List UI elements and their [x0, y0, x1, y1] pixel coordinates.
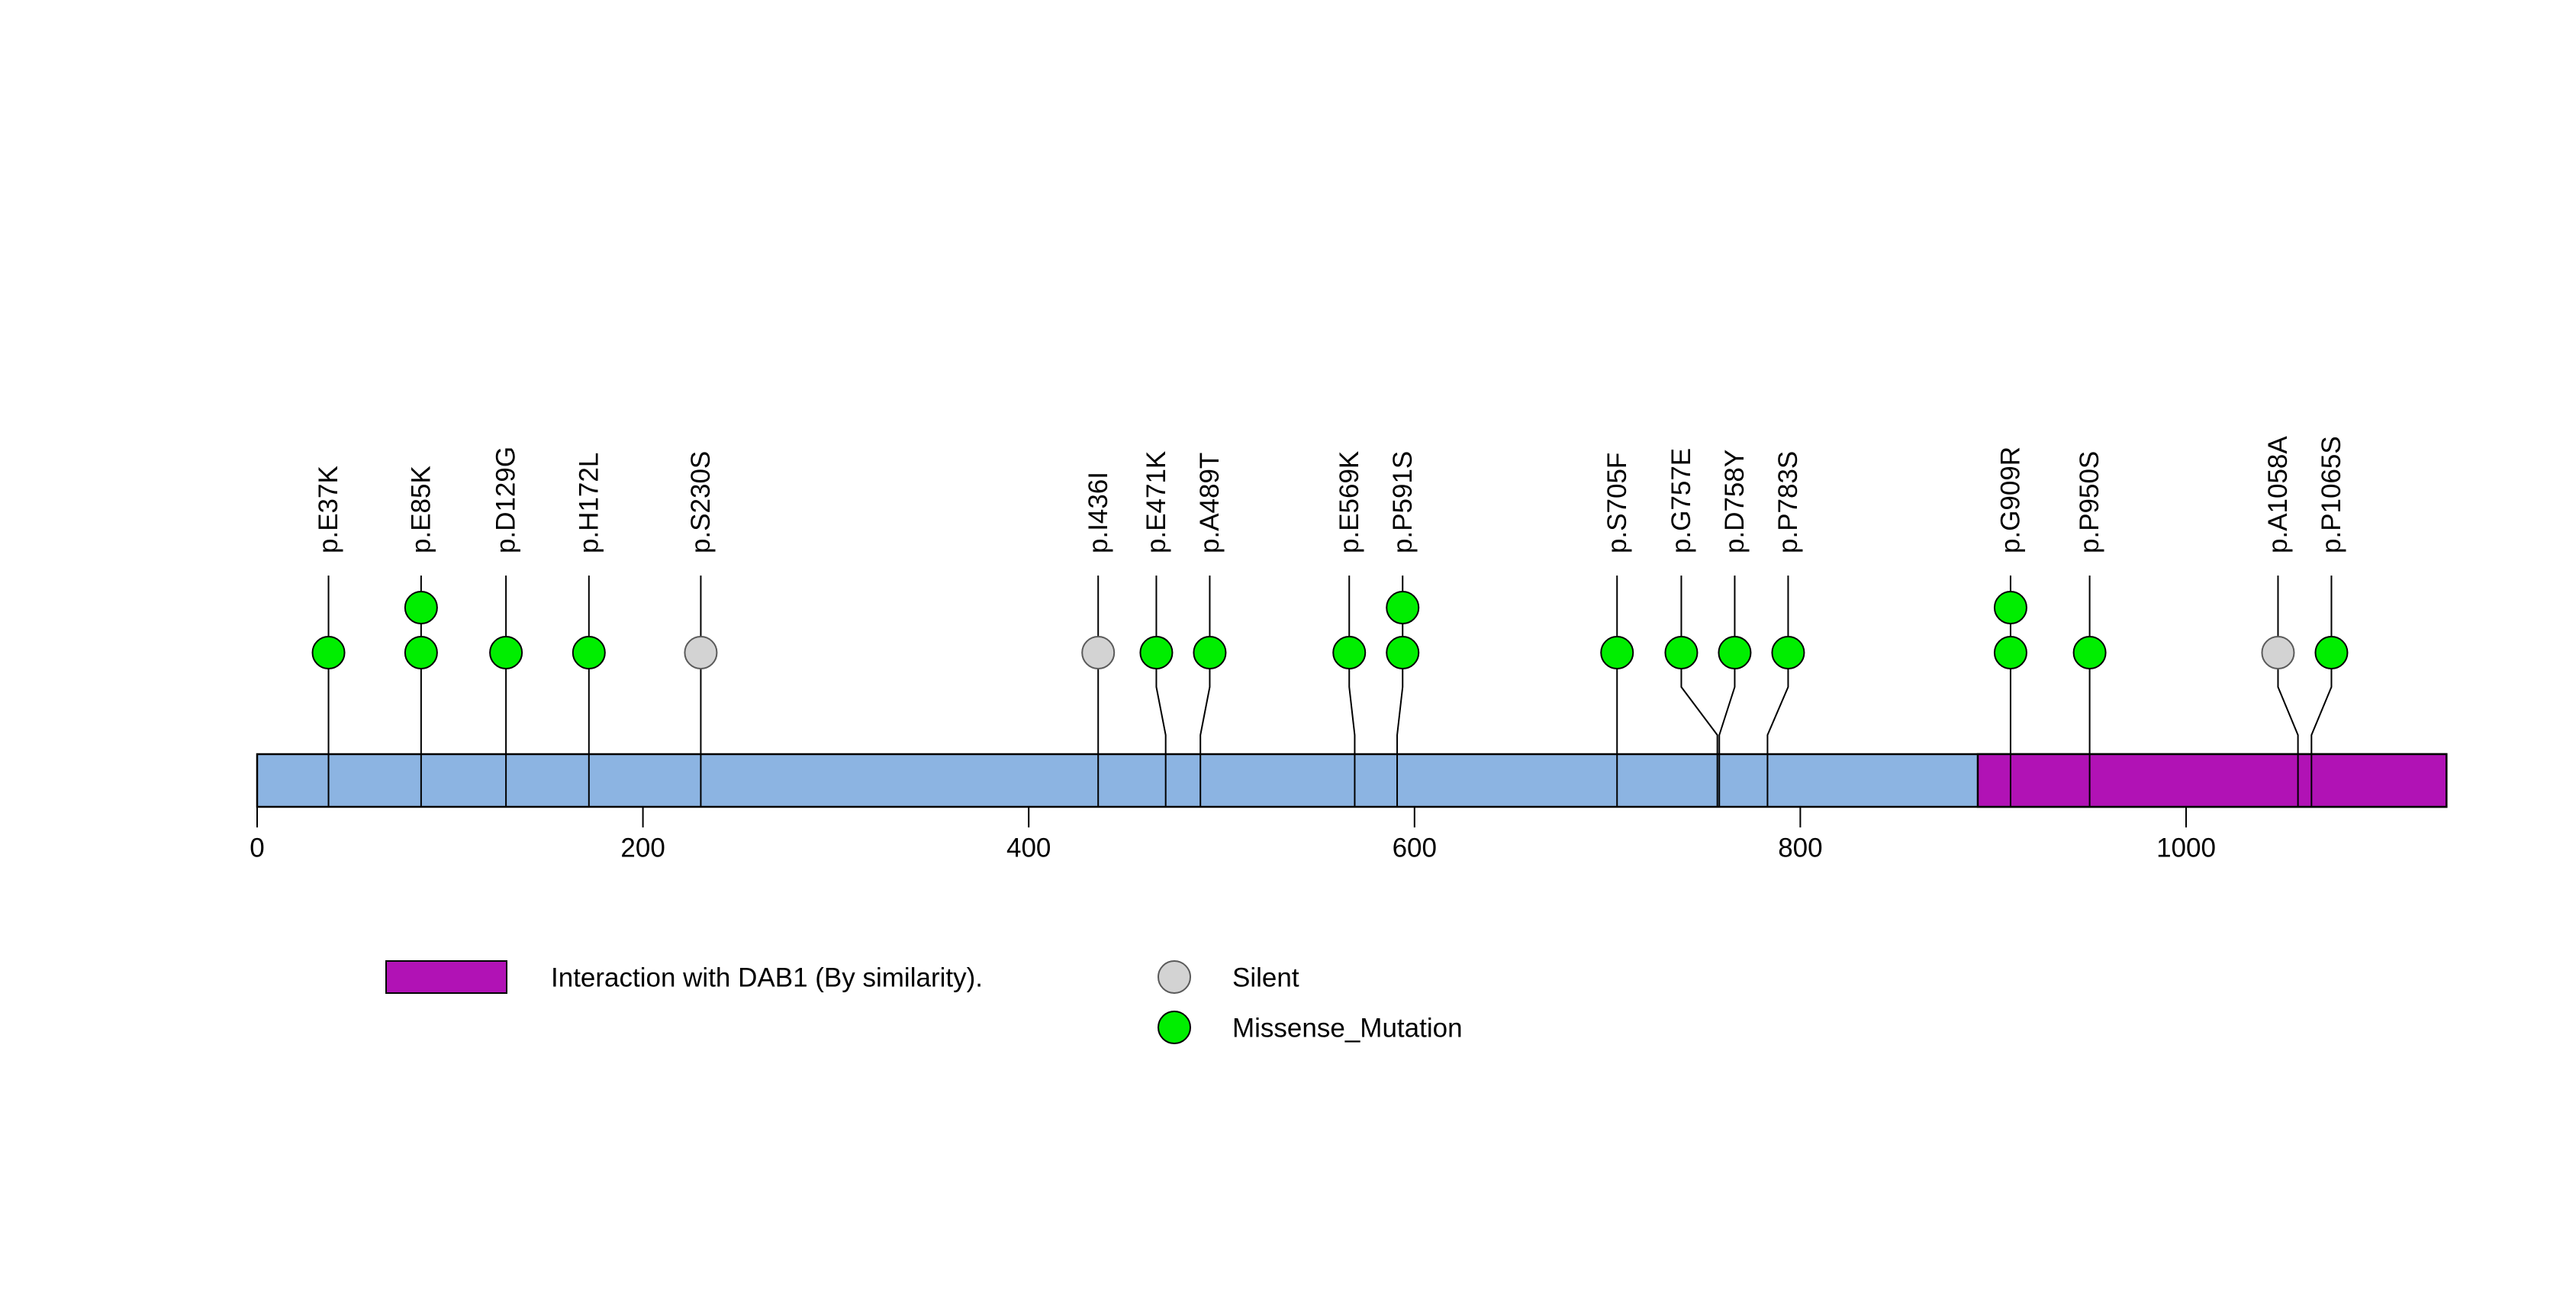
legend-missense-marker — [1158, 1011, 1191, 1044]
mutation-circle-missense — [404, 636, 438, 669]
lollipop-p.E471K: p.E471K — [1139, 451, 1174, 807]
lollipop-stem — [1766, 576, 1789, 807]
lollipop-p.P591S: p.P591S — [1386, 451, 1420, 807]
mutation-circle-missense — [572, 636, 606, 669]
mutation-circle-missense — [489, 636, 523, 669]
lollipop-p.G757E: p.G757E — [1664, 448, 1718, 807]
mutation-circle-missense — [1386, 591, 1420, 624]
lollipop-p.G909R: p.G909R — [1993, 447, 2027, 807]
mutation-label: p.S230S — [686, 451, 716, 553]
mutation-circle-missense — [2314, 636, 2349, 669]
mutation-label: p.P1065S — [2317, 436, 2346, 553]
axis-tick-label: 200 — [620, 833, 665, 863]
lollipop-p.D758Y: p.D758Y — [1718, 450, 1752, 807]
axis-tick-label: 0 — [250, 833, 264, 863]
mutation-label: p.E85K — [406, 466, 436, 553]
mutation-circle-missense — [1718, 636, 1752, 669]
mutation-circle-silent — [684, 636, 718, 669]
lollipop-stem — [2310, 576, 2333, 807]
mutation-circle-missense — [404, 591, 438, 624]
legend-missense-label: Missense_Mutation — [1232, 1013, 1463, 1043]
mutation-label: p.G909R — [1996, 447, 2026, 553]
axis-tick-label: 800 — [1778, 833, 1822, 863]
mutation-label: p.D129G — [491, 447, 521, 553]
lollipop-p.D129G: p.D129G — [489, 447, 523, 807]
mutation-label: p.I436I — [1084, 472, 1113, 553]
axis-tick-label: 600 — [1393, 833, 1437, 863]
lollipop-stem — [1396, 576, 1404, 807]
mutation-circle-missense — [1386, 636, 1420, 669]
mutation-circle-missense — [1193, 636, 1227, 669]
lollipop-p.P783S: p.P783S — [1766, 451, 1805, 807]
mutation-label: p.E471K — [1141, 451, 1171, 553]
lollipop-stem — [2277, 576, 2299, 807]
lollipop-p.P1065S: p.P1065S — [2310, 436, 2349, 807]
mutation-label: p.A1058A — [2263, 436, 2293, 553]
lollipop-p.P950S: p.P950S — [2072, 451, 2107, 807]
mutation-label: p.E569K — [1335, 451, 1364, 553]
mutation-circle-missense — [1993, 591, 2027, 624]
mutation-label: p.P950S — [2075, 451, 2104, 553]
legend-domain-swatch — [385, 960, 507, 994]
lollipop-p.E37K: p.E37K — [311, 466, 346, 807]
axis-tick-label: 400 — [1006, 833, 1051, 863]
lollipop-p.S705F: p.S705F — [1600, 453, 1634, 807]
mutation-circle-missense — [1332, 636, 1367, 669]
lollipop-p.I436I: p.I436I — [1081, 472, 1116, 807]
lollipop-stem — [1718, 576, 1736, 807]
axis-tick-label: 1000 — [2156, 833, 2216, 863]
mutation-label: p.P783S — [1773, 451, 1803, 553]
lollipop-p.E85K: p.E85K — [404, 466, 438, 807]
mutation-circle-missense — [1664, 636, 1699, 669]
mutation-circle-missense — [2072, 636, 2107, 669]
legend: Interaction with DAB1 (By similarity). Si… — [385, 960, 1463, 1044]
mutation-label: p.G757E — [1666, 448, 1696, 553]
legend-silent-label: Silent — [1232, 963, 1299, 992]
x-axis: 0 200 400 600 800 1000 — [250, 807, 2216, 863]
lollipop-p.S230S: p.S230S — [684, 451, 718, 807]
legend-domain-label: Interaction with DAB1 (By similarity). — [551, 963, 983, 992]
mutation-label: p.D758Y — [1720, 450, 1750, 553]
lollipop-p.A489T: p.A489T — [1193, 453, 1227, 807]
mutation-circle-silent — [1081, 636, 1116, 669]
lollipop-p.A1058A: p.A1058A — [2261, 436, 2299, 807]
legend-silent-marker — [1158, 960, 1191, 994]
mutation-circle-missense — [311, 636, 346, 669]
lollipop-stem — [1199, 576, 1211, 807]
mutation-circle-silent — [2261, 636, 2295, 669]
mutation-circle-missense — [1993, 636, 2027, 669]
mutation-circle-missense — [1139, 636, 1174, 669]
lollipop-p.H172L: p.H172L — [572, 453, 606, 807]
mutation-label: p.H172L — [574, 453, 604, 553]
mutation-label: p.S705F — [1602, 453, 1632, 553]
lollipop-stem — [1680, 576, 1718, 807]
mutation-circle-missense — [1600, 636, 1634, 669]
domain-region-dab1-interaction — [1976, 753, 2448, 808]
mutation-label: p.A489T — [1195, 453, 1225, 553]
mutation-circle-missense — [1771, 636, 1805, 669]
mutation-label: p.P591S — [1388, 451, 1418, 553]
lollipop-p.E569K: p.E569K — [1332, 451, 1367, 807]
mutation-label: p.E37K — [314, 466, 343, 553]
lollipop-stem — [1348, 576, 1356, 807]
lollipop-stem — [1155, 576, 1167, 807]
